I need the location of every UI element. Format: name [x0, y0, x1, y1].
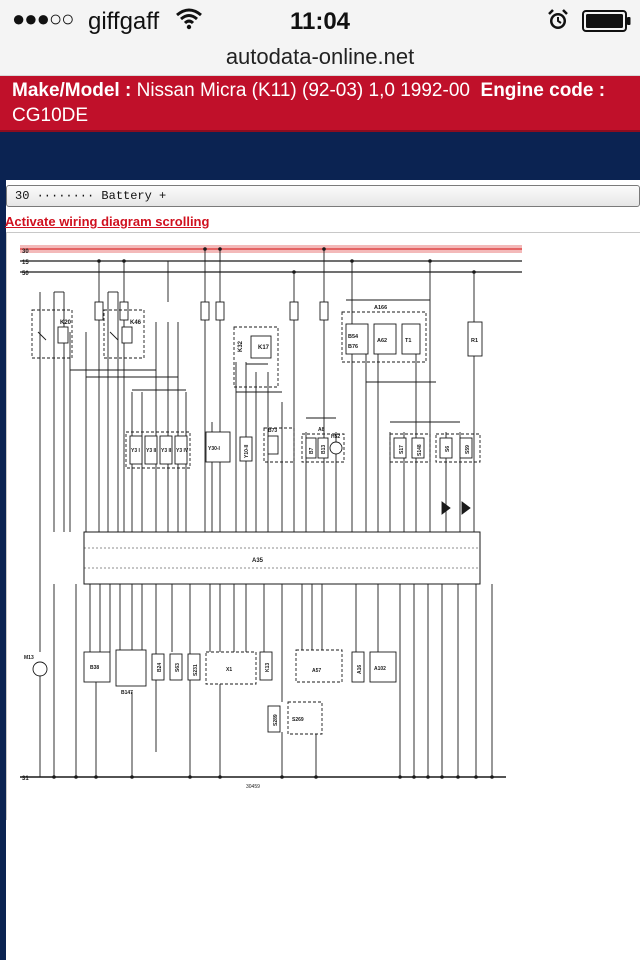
make-model-label: Make/Model :	[12, 80, 132, 101]
rail-label: 50	[22, 271, 29, 277]
injector-label: Y3 IV	[176, 448, 189, 454]
rail-label: 31	[22, 776, 29, 782]
rail-labels: 30 15 50 31	[22, 249, 29, 782]
content-left-border	[0, 180, 6, 960]
injector-label: Y3 I	[131, 448, 141, 454]
valve-label: H52	[331, 434, 340, 440]
alarm-icon	[548, 9, 568, 29]
lower-components	[32, 649, 397, 735]
ground-wires	[39, 584, 493, 777]
component-label: A102	[374, 666, 386, 672]
ecu-label: A35	[252, 558, 264, 564]
valve-label: B7	[309, 447, 315, 454]
component-label: S231	[193, 664, 199, 676]
component-label: B147	[121, 690, 133, 696]
ecu-a35: A35	[83, 531, 481, 585]
clock-time: 11:04	[289, 8, 351, 35]
diagram-ref: 30459	[246, 784, 260, 790]
sensor-label: S148	[417, 444, 423, 456]
relay-k20	[31, 309, 73, 359]
relay-k46	[103, 309, 145, 359]
relay-label: K46	[130, 320, 142, 326]
relay-label: K20	[60, 320, 72, 326]
wifi-icon	[176, 8, 202, 30]
module-label: B54	[348, 334, 359, 340]
vehicle-info: Make/Model : Nissan Micra (K11) (92-03) …	[12, 78, 634, 128]
injector-label: Y3 III	[161, 448, 173, 454]
module-label: A62	[377, 338, 387, 344]
valve-label: B13	[321, 445, 327, 454]
component-label: X1	[226, 667, 232, 673]
engine-code-label: Engine code :	[480, 80, 606, 101]
component-label: S289	[273, 714, 279, 726]
carrier-name: giffgaff	[88, 8, 160, 35]
vehicle-header: Make/Model : Nissan Micra (K11) (92-03) …	[0, 76, 640, 132]
sensors-right	[389, 433, 481, 515]
module-label: A166	[374, 305, 387, 311]
make-model-value: Nissan Micra (K11) (92-03) 1,0 1992-00	[136, 80, 470, 101]
injector-label: Y3 II	[146, 448, 157, 454]
component-label: S269	[292, 717, 304, 723]
relay-k17	[233, 326, 279, 388]
signal-strength: ●●●○○	[12, 6, 74, 31]
address-bar[interactable]: autodata-online.net	[0, 42, 640, 76]
component-label: A16	[357, 665, 363, 674]
relay-label: K32	[238, 340, 244, 352]
component-label: B38	[90, 665, 99, 671]
activate-scrolling-link[interactable]: Activate wiring diagram scrolling	[5, 214, 210, 229]
component-label: M13	[24, 655, 34, 661]
valve-label: Y10-II	[244, 444, 250, 458]
valves	[205, 427, 345, 463]
circuit-selector[interactable]: 30 ········ Battery +	[6, 185, 640, 207]
rail-label: 15	[22, 260, 29, 266]
status-bar: ●●●○○ giffgaff 11:04	[0, 0, 640, 42]
component-label: B24	[157, 663, 163, 672]
rail-label: 30	[22, 249, 29, 255]
sensor-label: S6	[445, 446, 451, 452]
sensor-label: S59	[465, 445, 471, 454]
module-a166	[341, 311, 483, 363]
address-url[interactable]: autodata-online.net	[225, 44, 415, 69]
engine-code-value: CG10DE	[12, 105, 89, 126]
component-label: S63	[175, 663, 181, 672]
fuses	[94, 301, 329, 321]
component-label: K13	[265, 663, 271, 672]
valve-label: Y30-I	[208, 446, 221, 452]
relay-label: K17	[258, 345, 270, 351]
module-label: B76	[348, 344, 358, 350]
ground-junctions	[52, 247, 494, 779]
module-label: R1	[471, 338, 478, 344]
sensor-label: S17	[399, 445, 405, 454]
injectors	[125, 431, 191, 469]
module-label: T1	[405, 338, 411, 344]
wiring-diagram[interactable]: 30 15 50 31	[6, 232, 640, 820]
component-label: A57	[312, 668, 321, 674]
valve-label: A8	[318, 427, 325, 433]
battery-icon	[582, 10, 631, 32]
navigation-band	[0, 132, 640, 180]
circuit-selector-value: 30 ········ Battery +	[15, 189, 167, 203]
power-rails	[20, 245, 522, 778]
diagram-frame	[6, 232, 640, 820]
valve-label: B73	[268, 428, 277, 434]
feed-wires	[39, 249, 475, 652]
